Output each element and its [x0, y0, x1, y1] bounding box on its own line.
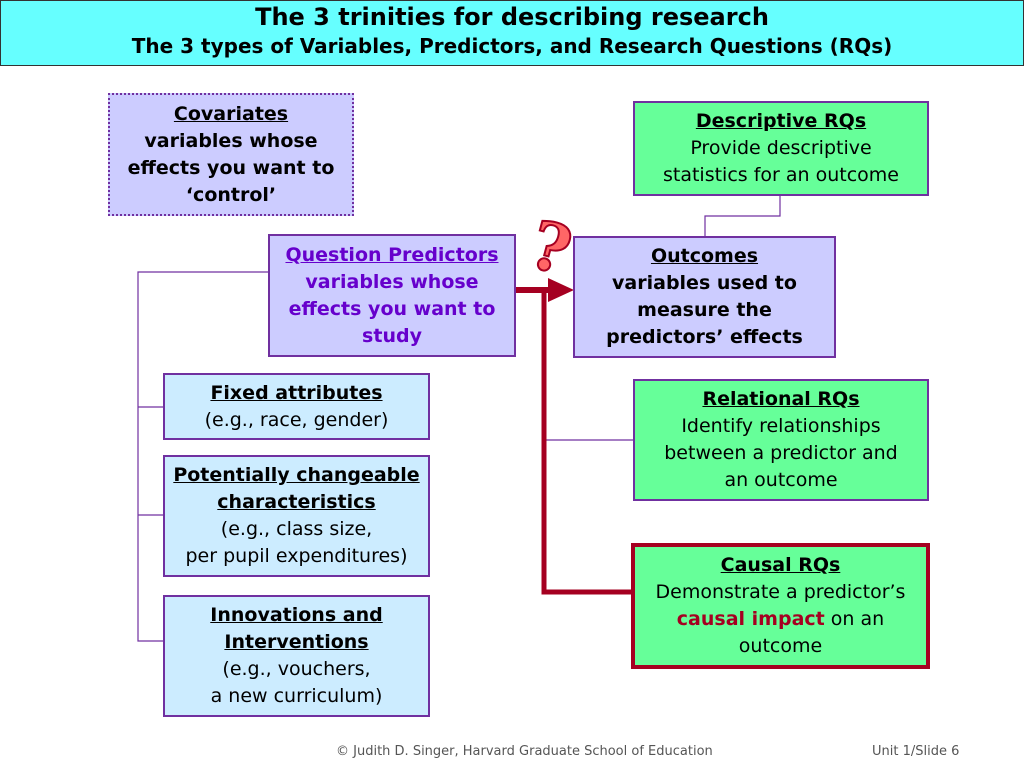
outcomes-line1: variables used to [612, 272, 797, 294]
relational-heading: Relational RQs [702, 388, 860, 410]
descriptive-line1: Provide descriptive [690, 137, 872, 159]
descriptive-rqs-box: Descriptive RQs Provide descriptive stat… [633, 101, 929, 196]
question-predictors-heading: Question Predictors [285, 243, 499, 266]
causal-connector [541, 290, 633, 595]
footer-slide-number: Unit 1/Slide 6 [872, 744, 960, 759]
relational-line1: Identify relationships [681, 415, 881, 437]
question-predictors-box: Question Predictors variables whose effe… [268, 234, 516, 357]
covariates-line1: variables whose [144, 129, 318, 152]
innovations-heading-line1: Innovations and [210, 604, 383, 626]
predictor-arrow-head [548, 278, 574, 302]
covariates-box: Covariates variables whose effects you w… [108, 93, 354, 216]
outcomes-line3: predictors’ effects [606, 326, 803, 348]
causal-impact-emphasis: causal impact [676, 608, 825, 630]
innovations-line2: a new curriculum) [210, 685, 383, 707]
descriptive-heading: Descriptive RQs [695, 110, 867, 132]
covariates-line2: effects you want to [127, 156, 335, 179]
innovations-line1: (e.g., vouchers, [222, 658, 371, 680]
changeable-heading-line2: characteristics [217, 491, 376, 513]
innovations-box: Innovations and Interventions (e.g., vou… [163, 595, 430, 717]
changeable-heading-line1: Potentially changeable [173, 464, 420, 486]
question-predictors-line1: variables whose [305, 270, 479, 293]
causal-rqs-box: Causal RQs Demonstrate a predictor’s cau… [631, 543, 930, 669]
fixed-attributes-line1: (e.g., race, gender) [204, 408, 389, 431]
slide-title: The 3 trinities for describing research [255, 3, 769, 31]
outcomes-box: Outcomes variables used to measure the p… [573, 236, 836, 358]
outcomes-heading: Outcomes [650, 245, 759, 267]
slide-subtitle: The 3 types of Variables, Predictors, an… [131, 34, 893, 58]
descriptive-line2: statistics for an outcome [662, 164, 899, 186]
changeable-characteristics-box: Potentially changeable characteristics (… [163, 455, 430, 577]
question-predictors-line2: effects you want to [288, 297, 496, 320]
causal-line2-rest: on an [824, 608, 885, 630]
covariates-line3: ‘control’ [185, 183, 277, 206]
question-mark-icon: ? [522, 205, 580, 290]
innovations-heading-line2: Interventions [224, 631, 369, 653]
predictor-bracket [137, 271, 268, 642]
changeable-line1: (e.g., class size, [220, 518, 373, 540]
changeable-line2: per pupil expenditures) [185, 545, 408, 567]
footer-credit: © Judith D. Singer, Harvard Graduate Sch… [336, 744, 713, 759]
fixed-attributes-heading: Fixed attributes [210, 381, 383, 404]
covariates-heading: Covariates [173, 102, 289, 125]
relational-rqs-box: Relational RQs Identify relationships be… [633, 379, 929, 501]
relational-line3: an outcome [724, 469, 838, 491]
fixed-attributes-box: Fixed attributes (e.g., race, gender) [163, 373, 430, 440]
question-predictors-line3: study [362, 324, 422, 347]
relational-line2: between a predictor and [664, 442, 898, 464]
causal-line2: causal impact on an [635, 606, 926, 633]
causal-line1: Demonstrate a predictor’s [655, 581, 906, 603]
causal-heading: Causal RQs [720, 554, 841, 576]
slide-header: The 3 trinities for describing research … [0, 0, 1024, 66]
causal-line3: outcome [738, 635, 823, 657]
outcomes-line2: measure the [637, 299, 772, 321]
descriptive-to-outcomes [704, 196, 781, 236]
